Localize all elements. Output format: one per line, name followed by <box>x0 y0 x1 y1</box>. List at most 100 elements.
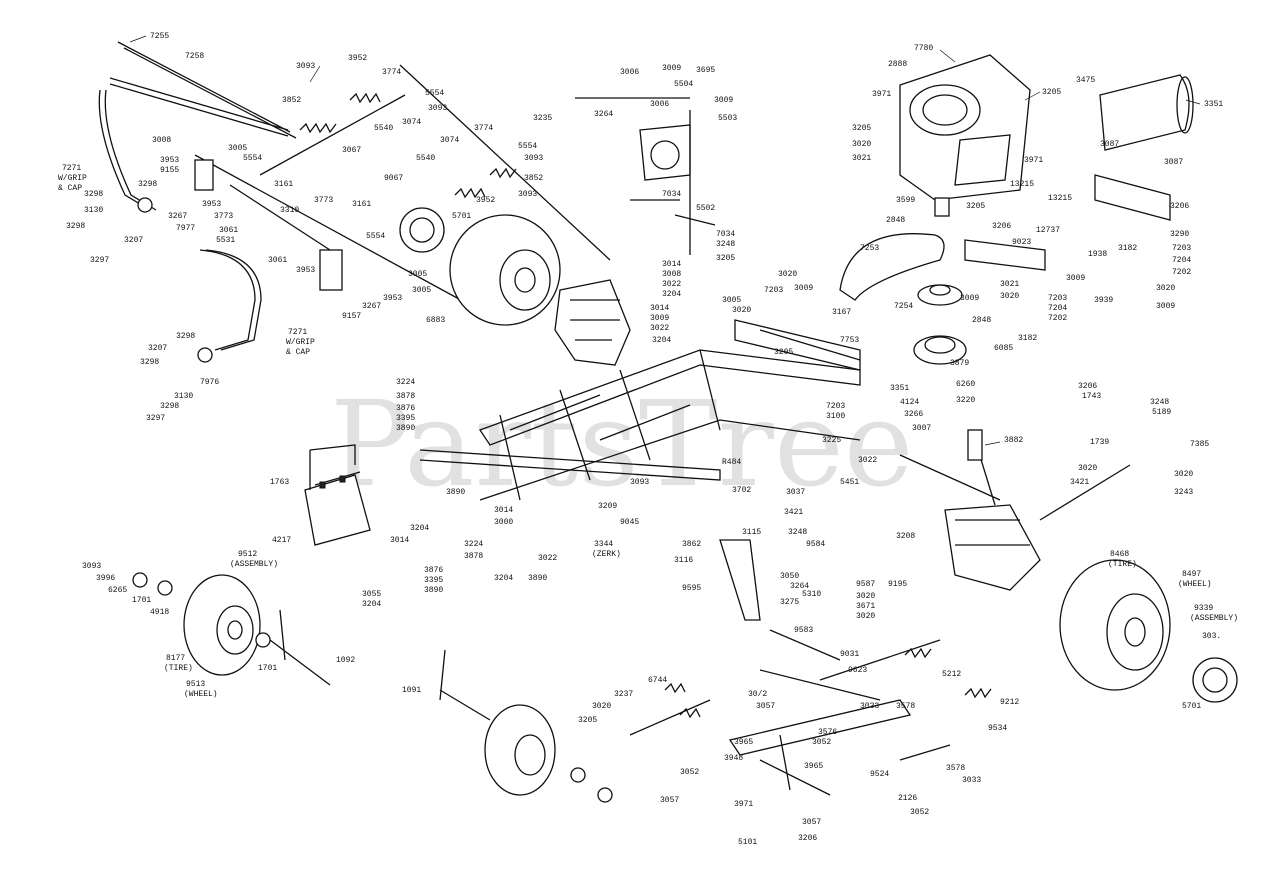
callout-3890: 3890 <box>424 586 443 595</box>
callout-3020: 3020 <box>852 140 871 149</box>
callout-3209: 3209 <box>598 502 617 511</box>
callout-3205: 3205 <box>966 202 985 211</box>
callout-3093: 3093 <box>428 104 447 113</box>
callout-1938: 1938 <box>1088 250 1107 259</box>
callout-3965: 3965 <box>804 762 823 771</box>
callout-6085: 6085 <box>994 344 1013 353</box>
callout-5540: 5540 <box>416 154 435 163</box>
callout-5554: 5554 <box>243 154 262 163</box>
callout-9584: 9584 <box>806 540 825 549</box>
callout-3182: 3182 <box>1118 244 1137 253</box>
callout-3061: 3061 <box>268 256 287 265</box>
callout-3237: 3237 <box>614 690 633 699</box>
callout-3100: 3100 <box>826 412 845 421</box>
callout-3006: 3006 <box>620 68 639 77</box>
callout-1092: 1092 <box>336 656 355 665</box>
callout-3050: 3050 <box>780 572 799 581</box>
callout-3005: 3005 <box>228 144 247 153</box>
callout-3036: 303. <box>1202 632 1221 641</box>
callout-7203: 7203 <box>1172 244 1191 253</box>
callout-3225: 3225 <box>822 436 841 445</box>
callout-7255: 7255 <box>150 32 169 41</box>
callout-3890: 3890 <box>396 424 415 433</box>
callout-3020: 3020 <box>1000 292 1019 301</box>
callout-9583: 9583 <box>794 626 813 635</box>
callout-7203: 7203 <box>1048 294 1067 303</box>
callout-3206: 3206 <box>1078 382 1097 391</box>
callout-3297: 3297 <box>90 256 109 265</box>
callout-3009: 3009 <box>794 284 813 293</box>
callout-5502: 5502 <box>696 204 715 213</box>
callout-6265: 6265 <box>108 586 127 595</box>
callout-3351: 3351 <box>890 384 909 393</box>
callout-9524: 9524 <box>870 770 889 779</box>
belt-pulleys <box>839 233 1046 365</box>
callout-9587: 9587 <box>856 580 875 589</box>
callout-1743: 1743 <box>1082 392 1101 401</box>
callout-tire: (TIRE) <box>1108 560 1137 569</box>
callout-6883: 6883 <box>426 316 445 325</box>
callout-3009: 3009 <box>960 294 979 303</box>
callout-3007: 3007 <box>912 424 931 433</box>
callout-3344: 3344 <box>594 540 613 549</box>
front-wheel-center <box>439 649 613 803</box>
callout-5101: 5101 <box>738 838 757 847</box>
callout-3953: 3953 <box>296 266 315 275</box>
callout-3475: 3475 <box>1076 76 1095 85</box>
callout-7204: 7204 <box>1172 256 1191 265</box>
callout-and-cap: & CAP <box>58 184 82 193</box>
callout-9339: 9339 <box>1194 604 1213 613</box>
callout-3115: 3115 <box>742 528 761 537</box>
callout-3020: 3020 <box>1156 284 1175 293</box>
callout-7253: 7253 <box>860 244 879 253</box>
callout-3206: 3206 <box>992 222 1011 231</box>
callout-3116: 3116 <box>674 556 693 565</box>
callout-3275: 3275 <box>780 598 799 607</box>
callout-5451: 5451 <box>840 478 859 487</box>
callout-3298: 3298 <box>160 402 179 411</box>
callout-5701: 5701 <box>1182 702 1201 711</box>
callout-3576: 3576 <box>818 728 837 737</box>
callout-3298: 3298 <box>138 180 157 189</box>
callout-2888: 2888 <box>888 60 907 69</box>
battery <box>304 444 371 546</box>
callout-3182: 3182 <box>1018 334 1037 343</box>
callout-3061: 3061 <box>219 226 238 235</box>
callout-3052: 3052 <box>680 768 699 777</box>
callout-7977: 7977 <box>176 224 195 233</box>
callout-9623: 9623 <box>848 666 867 675</box>
callout-3161: 3161 <box>274 180 293 189</box>
callout-3939: 3939 <box>1094 296 1113 305</box>
callout-3421: 3421 <box>784 508 803 517</box>
callout-3882: 3882 <box>1004 436 1023 445</box>
callout-3130: 3130 <box>84 206 103 215</box>
callout-3093: 3093 <box>518 190 537 199</box>
callout-7204: 7204 <box>1048 304 1067 313</box>
callout-3205: 3205 <box>716 254 735 263</box>
callout-9512: 9512 <box>238 550 257 559</box>
callout-3005: 3005 <box>722 296 741 305</box>
callout-3021: 3021 <box>852 154 871 163</box>
callout-3161: 3161 <box>352 200 371 209</box>
callout-2126: 2126 <box>898 794 917 803</box>
callout-3014: 3014 <box>390 536 409 545</box>
callout-3878: 3878 <box>396 392 415 401</box>
callout-3774: 3774 <box>474 124 493 133</box>
callout-3204: 3204 <box>362 600 381 609</box>
callout-3952: 3952 <box>348 54 367 63</box>
callout-9595: 9595 <box>682 584 701 593</box>
callout-3087: 3087 <box>1164 158 1183 167</box>
center-brackets <box>575 97 716 255</box>
callout-5212: 5212 <box>942 670 961 679</box>
callout-assembly: (ASSEMBLY) <box>230 560 278 569</box>
callout-7202: 7202 <box>1172 268 1191 277</box>
engine <box>899 54 1031 217</box>
callout-3022: 3022 <box>662 280 681 289</box>
callout-3207: 3207 <box>148 344 167 353</box>
callout-3876: 3876 <box>396 404 415 413</box>
leader-lines <box>129 35 1201 446</box>
callout-3248: 3248 <box>788 528 807 537</box>
callout-3773: 3773 <box>214 212 233 221</box>
callout-3022: 3022 <box>538 554 557 563</box>
callout-6260: 6260 <box>956 380 975 389</box>
